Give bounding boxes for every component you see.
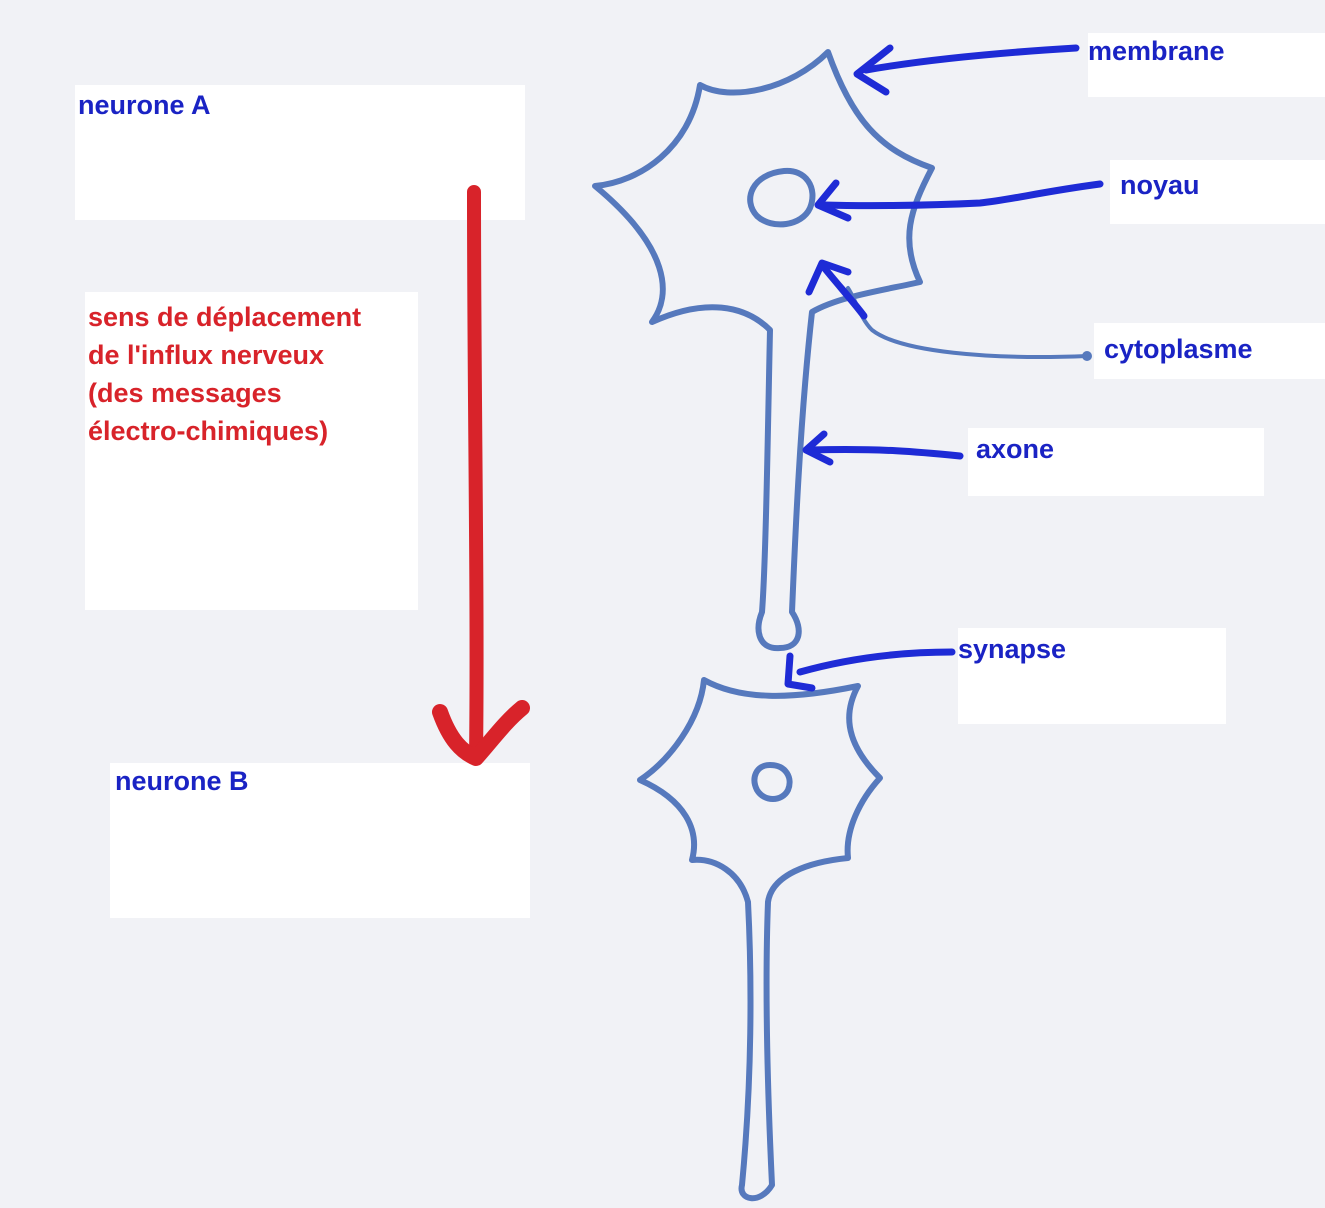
direction-text-line: de l'influx nerveux <box>88 336 361 374</box>
neuron-b-nucleus <box>755 765 790 799</box>
neurone-b-label: neurone B <box>115 768 249 795</box>
direction-text-line: sens de déplacement <box>88 298 361 336</box>
noyau-pointer <box>824 184 1100 206</box>
axone-label: axone <box>976 436 1054 463</box>
neuron-a-membrane <box>595 52 932 648</box>
neurone-a-label: neurone A <box>78 92 211 119</box>
cytoplasme-pointer-dot <box>1082 351 1092 361</box>
axone-pointer <box>810 449 960 456</box>
neuron-b-membrane <box>640 680 880 1198</box>
direction-text-line: (des messages <box>88 374 361 412</box>
cytoplasme-pointer <box>848 288 1087 357</box>
noyau-label: noyau <box>1120 172 1200 199</box>
direction-arrow-shaft <box>474 192 477 758</box>
direction-text-line: électro-chimiques) <box>88 412 361 450</box>
cytoplasme-label: cytoplasme <box>1104 336 1253 363</box>
synapse-label: synapse <box>958 636 1066 663</box>
membrane-pointer <box>866 48 1076 70</box>
noyau-arrowhead <box>818 183 848 218</box>
neuron-a-nucleus <box>750 171 812 225</box>
synapse-pointer <box>800 652 952 672</box>
direction-text: sens de déplacement de l'influx nerveux … <box>88 298 361 450</box>
membrane-label: membrane <box>1088 38 1225 65</box>
